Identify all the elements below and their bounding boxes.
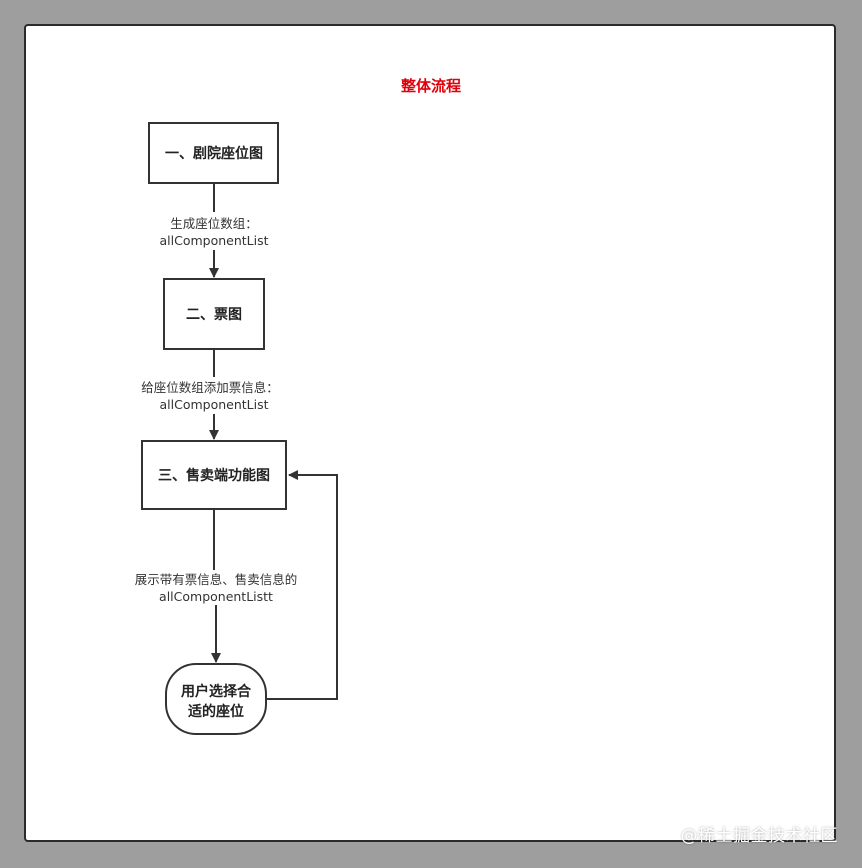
edge-2-label-line1: 给座位数组添加票信息： <box>141 380 279 395</box>
edge-2-label-line2: allComponentList <box>159 397 268 412</box>
node-theater-seat-map <box>148 122 279 184</box>
node-ticket-map-label: 二、票图 <box>186 307 242 323</box>
node-ticket-map <box>163 278 265 350</box>
edge-feedback-arrow <box>266 470 338 700</box>
edge-3-label-line1: 展示带有票信息、售卖信息的 <box>135 572 298 587</box>
node-user-selects-seat-label-line2: 适的座位 <box>188 703 244 720</box>
diagram-title: 整体流程 <box>401 77 461 95</box>
edge-1-label-line1: 生成座位数组： <box>170 216 258 231</box>
node-theater-seat-map-label: 一、剧院座位图 <box>165 145 263 162</box>
edge-1-label-line2: allComponentList <box>159 233 268 248</box>
watermark: @稀土掘金技术社区 <box>680 826 838 846</box>
node-sales-function-map-label: 三、售卖端功能图 <box>158 467 270 484</box>
node-sales-function-map <box>141 440 287 510</box>
node-user-selects-seat-label-line1: 用户选择合 <box>181 683 252 700</box>
edge-3-label-line2: allComponentListt <box>159 589 273 604</box>
